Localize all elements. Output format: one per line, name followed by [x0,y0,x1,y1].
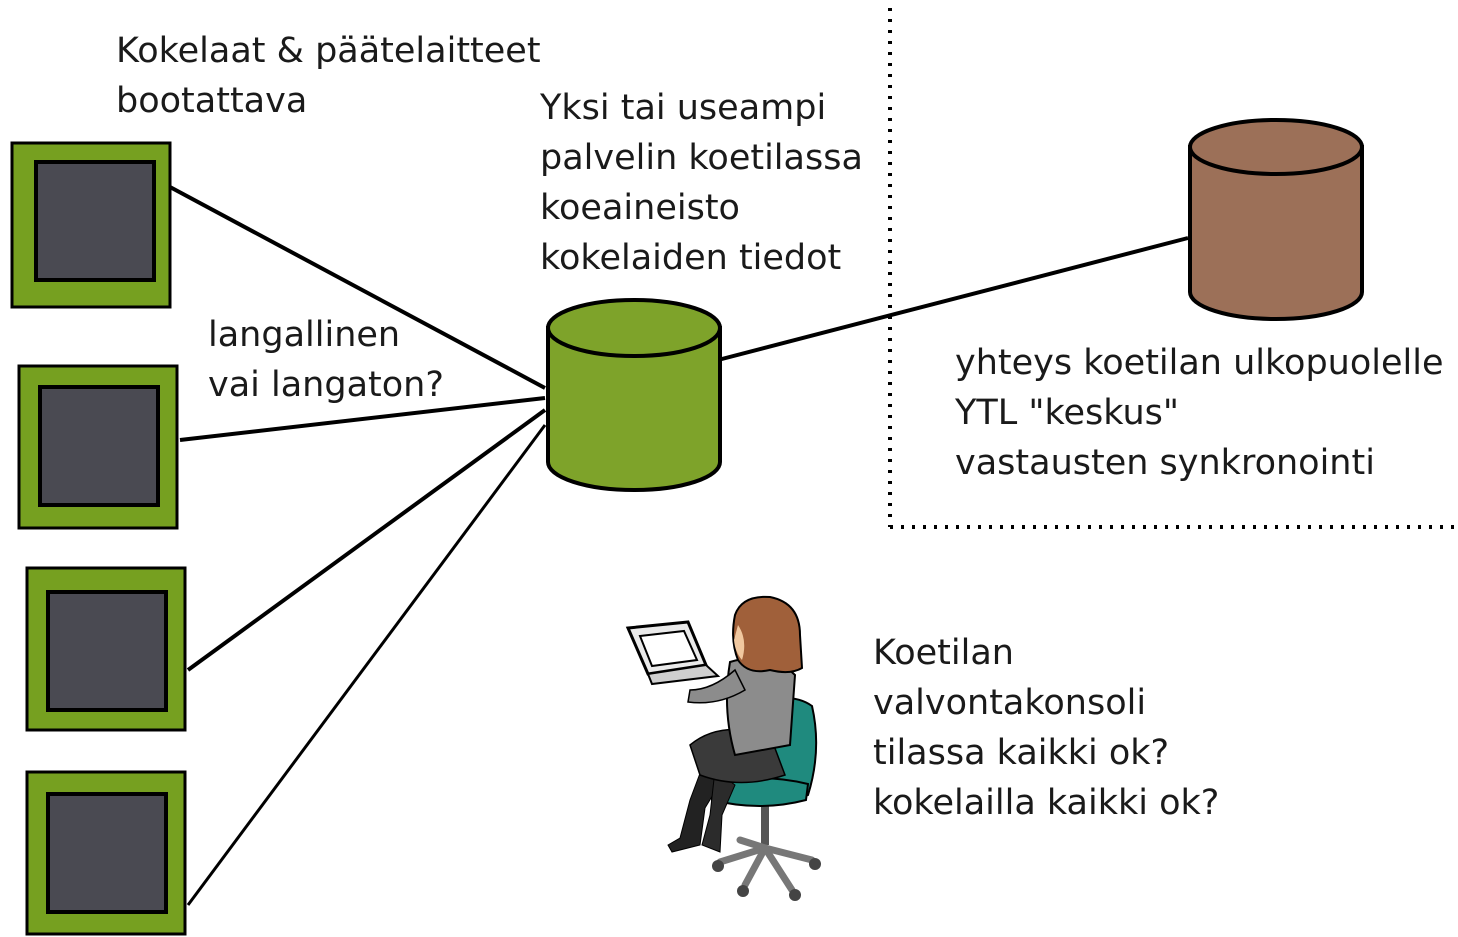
terminals-label-line: bootattava [116,81,308,121]
link-terminal-1 [169,185,546,390]
remote-zone-boundary [888,8,1458,529]
console-label-line: Koetilan [873,633,1014,673]
remote-server-cylinder [1188,118,1364,321]
server-label-line: koeaineisto [540,188,740,228]
local-server-cylinder [546,298,722,492]
terminal-4 [25,770,187,936]
remote-label: yhteys koetilan ulkopuolelle YTL "keskus… [955,338,1444,488]
console-label: Koetilan valvontakonsoli tilassa kaikki … [873,628,1219,828]
connection-label-line: vai langaton? [208,365,444,405]
link-terminal-2 [179,396,546,442]
link-terminal-4 [186,424,547,906]
supervisor-person-icon [625,595,821,901]
console-label-line: tilassa kaikki ok? [873,733,1170,773]
terminals-label-line: Kokelaat & päätelaitteet [116,31,541,71]
terminal-1 [10,141,172,309]
terminal-2 [17,364,179,530]
connection-label: langallinen vai langaton? [208,310,444,410]
server-label: Yksi tai useampi palvelin koetilassa koe… [540,83,863,283]
terminal-3 [25,566,187,732]
laptop-icon [625,620,721,686]
link-remote-server [717,236,1189,362]
connection-lines [169,185,1189,906]
console-label-line: valvontakonsoli [873,683,1147,723]
server-label-line: kokelaiden tiedot [540,238,842,278]
remote-label-line: yhteys koetilan ulkopuolelle [955,343,1444,383]
connection-label-line: langallinen [208,315,401,355]
console-label-line: kokelailla kaikki ok? [873,783,1220,823]
terminals-label: Kokelaat & päätelaitteet bootattava [116,26,541,126]
remote-label-line: vastausten synkronointi [955,443,1375,483]
link-terminal-3 [186,408,547,672]
server-label-line: Yksi tai useampi [540,88,827,128]
server-label-line: palvelin koetilassa [540,138,863,178]
remote-label-line: YTL "keskus" [955,393,1179,433]
